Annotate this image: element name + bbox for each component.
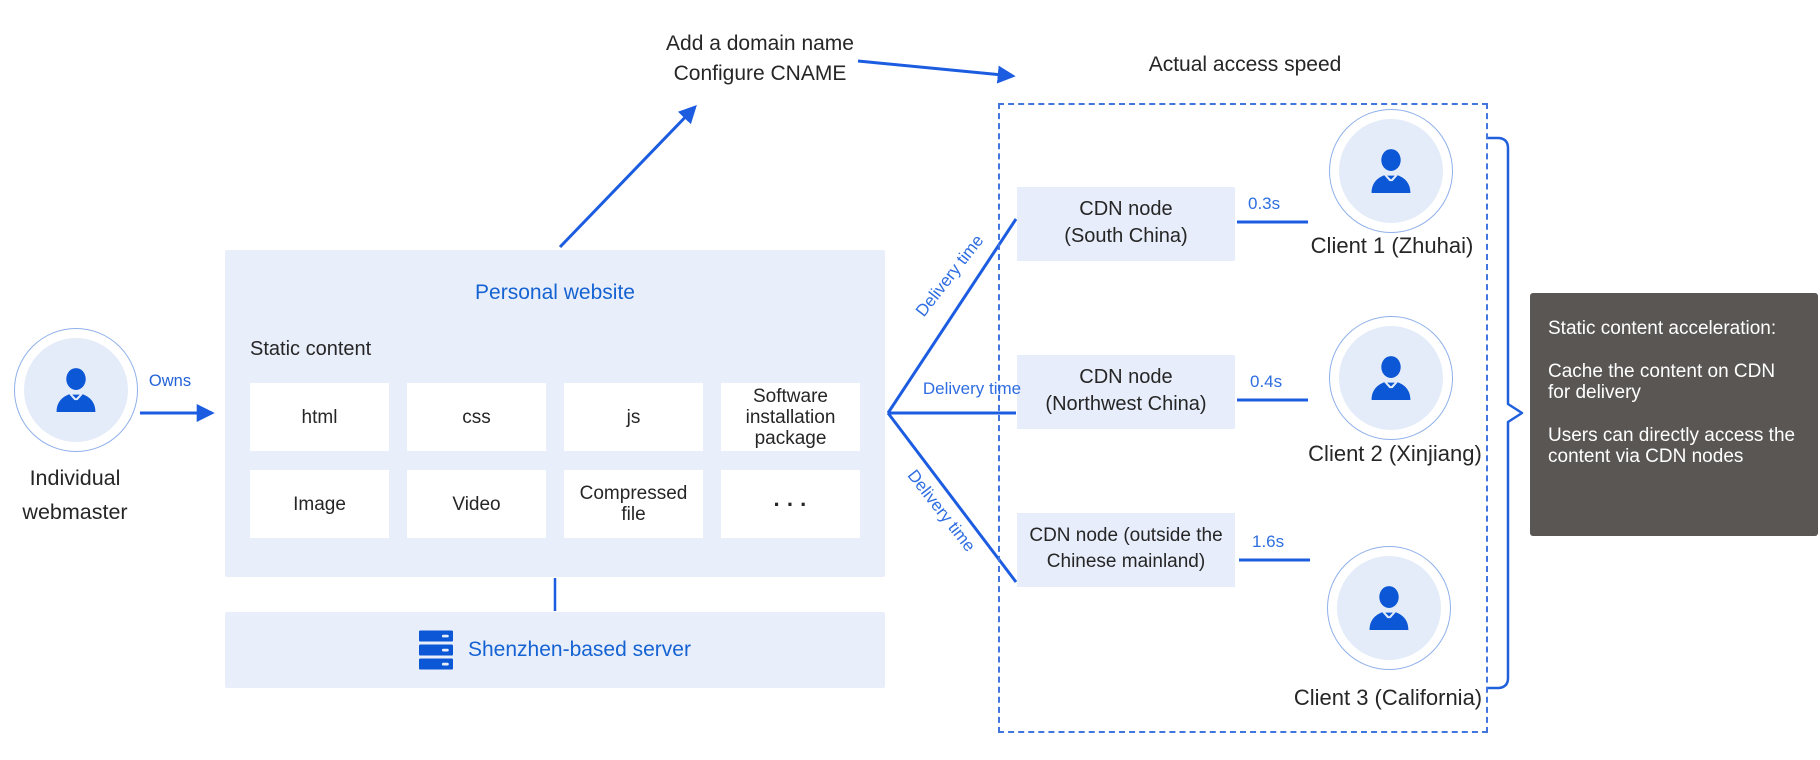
delivery-time-label-bottom: Delivery time [903, 466, 980, 556]
cname-up-arrow [558, 105, 697, 249]
client1-avatar [1329, 109, 1453, 233]
owns-label: Owns [148, 372, 192, 390]
content-item-html: html [250, 383, 389, 451]
person-icon [1362, 581, 1416, 635]
person-icon [1364, 144, 1418, 198]
personal-website-title: Personal website [475, 281, 635, 304]
content-item-more: ··· [721, 470, 860, 538]
server-icon [419, 629, 453, 671]
note-paragraph-2: Cache the content on CDN for delivery [1548, 360, 1776, 404]
client1-label: Client 1 (Zhuhai) [1310, 233, 1474, 258]
person-icon [49, 363, 103, 417]
client3-avatar [1327, 546, 1451, 670]
note-paragraph-1: Static content acceleration: [1548, 318, 1777, 339]
note-brace [1487, 136, 1524, 690]
cdn-node-3-line1: CDN node (outside the [1029, 525, 1223, 546]
access-time-3: 1.6s [1252, 532, 1285, 551]
cdn-node-2-line1: CDN node [1079, 366, 1173, 388]
client2-avatar [1329, 316, 1453, 440]
cdn-node-1-line2: (South China) [1064, 225, 1188, 247]
cname-line2: Configure CNAME [673, 62, 847, 85]
client2-label: Client 2 (Xinjiang) [1308, 441, 1482, 466]
delivery-time-label-top: Delivery time [911, 231, 988, 321]
cdn-node-south-china: CDN node (South China) [1017, 187, 1235, 261]
cdn-node-1-line1: CDN node [1079, 198, 1173, 220]
content-item-js: js [564, 383, 703, 451]
avatar-circle [1339, 326, 1443, 430]
cdn-node-outside-mainland: CDN node (outside the Chinese mainland) [1017, 513, 1235, 587]
delivery-line-bottom [886, 412, 1018, 583]
access-time-2: 0.4s [1250, 372, 1283, 391]
content-item-image: Image [250, 470, 389, 538]
content-item-compressed-file: Compressed file [564, 470, 703, 538]
person-icon [1364, 351, 1418, 405]
cdn-node-2-line2: (Northwest China) [1045, 393, 1207, 415]
content-item-css: css [407, 383, 546, 451]
content-item-video: Video [407, 470, 546, 538]
webmaster-label-line1: Individual [29, 466, 121, 490]
avatar-circle [1339, 119, 1443, 223]
origin-server-label: Shenzhen-based server [468, 638, 691, 661]
avatar-circle [1337, 556, 1441, 660]
origin-server-panel: Shenzhen-based server [225, 612, 885, 688]
access-speed-panel [998, 103, 1488, 733]
access-time-1: 0.3s [1248, 194, 1281, 213]
note-paragraph-3: Users can directly access the content vi… [1548, 424, 1796, 468]
acceleration-note: Static content acceleration: Cache the c… [1530, 293, 1818, 536]
webmaster-label: Individual webmaster [0, 461, 155, 529]
cname-annotation: Add a domain name Configure CNAME [600, 29, 920, 89]
cdn-node-northwest-china: CDN node (Northwest China) [1017, 355, 1235, 429]
webmaster-label-line2: webmaster [22, 500, 128, 524]
cname-line1: Add a domain name [666, 32, 854, 55]
cdn-node-3-line2: Chinese mainland) [1046, 551, 1206, 572]
delivery-time-label-middle: Delivery time [922, 379, 1022, 398]
client3-label: Client 3 (California) [1293, 685, 1483, 710]
webmaster-avatar [14, 328, 138, 452]
static-content-grid: html css js Software installation packag… [250, 383, 860, 538]
content-item-software-package: Software installation package [721, 383, 860, 451]
avatar-circle [24, 338, 128, 442]
static-content-label: Static content [250, 338, 372, 360]
access-speed-title: Actual access speed [1148, 53, 1342, 76]
